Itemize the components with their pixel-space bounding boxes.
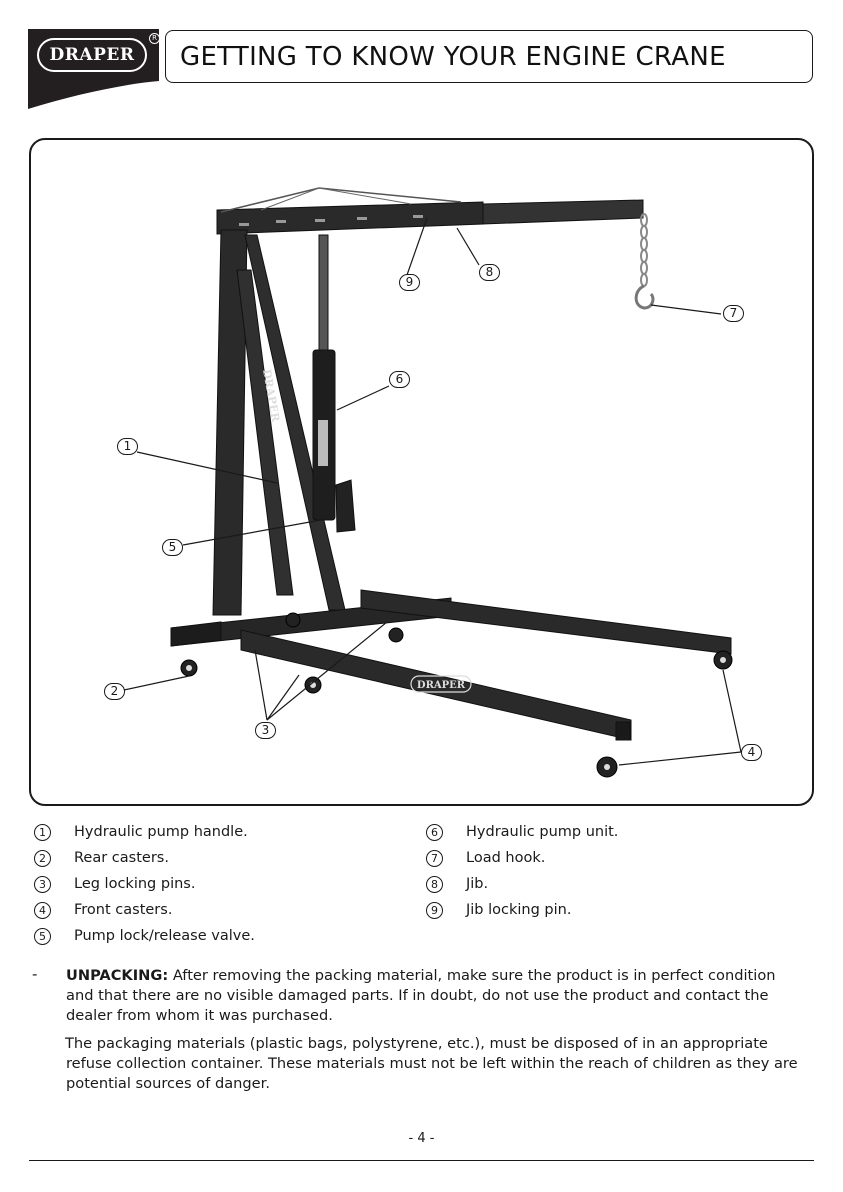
legend-item: 3 Leg locking pins.: [34, 874, 195, 894]
callout-8: 8: [479, 264, 500, 281]
callout-2: 2: [104, 683, 125, 700]
legend-number: 1: [34, 824, 51, 841]
unpacking-paragraph: UNPACKING: After removing the packing ma…: [66, 966, 806, 1026]
callout-3: 3: [255, 722, 276, 739]
callout-6: 6: [389, 371, 410, 388]
callout-4: 4: [741, 744, 762, 761]
legend-number: 5: [34, 928, 51, 945]
registered-mark-icon: R: [149, 33, 160, 44]
page-number: - 4 -: [0, 1131, 843, 1146]
legend-number: 9: [426, 902, 443, 919]
legend-number: 4: [34, 902, 51, 919]
packaging-text: The packaging materials (plastic bags, p…: [66, 1034, 810, 1094]
legend-number: 6: [426, 824, 443, 841]
unpacking-text: After removing the packing material, mak…: [66, 967, 776, 1024]
legend-label: Hydraulic pump unit.: [466, 824, 618, 840]
unpacking-heading: UNPACKING:: [66, 967, 168, 984]
legend-number: 2: [34, 850, 51, 867]
logo-badge: DRAPER: [37, 38, 147, 72]
legend-item: 1 Hydraulic pump handle.: [34, 822, 248, 842]
legend-item: 6 Hydraulic pump unit.: [426, 822, 618, 842]
legend-label: Jib.: [466, 876, 488, 892]
engine-crane-illustration: DRAPER DRAPER: [31, 140, 812, 804]
legend-item: 5 Pump lock/release valve.: [34, 926, 255, 946]
legend-item: 8 Jib.: [426, 874, 488, 894]
legend-label: Hydraulic pump handle.: [74, 824, 248, 840]
callout-5: 5: [162, 539, 183, 556]
legend-number: 8: [426, 876, 443, 893]
logo-text: DRAPER: [50, 45, 135, 65]
engine-crane-figure: DRAPER DRAPER: [29, 138, 814, 806]
legend-label: Jib locking pin.: [466, 902, 571, 918]
legend-label: Leg locking pins.: [74, 876, 195, 892]
legend-item: 4 Front casters.: [34, 900, 172, 920]
page-title: GETTING TO KNOW YOUR ENGINE CRANE: [180, 42, 726, 72]
leg-brand-label: DRAPER: [417, 680, 466, 691]
legend-number: 3: [34, 876, 51, 893]
legend-label: Rear casters.: [74, 850, 169, 866]
packaging-paragraph: The packaging materials (plastic bags, p…: [66, 1034, 810, 1094]
legend-label: Load hook.: [466, 850, 545, 866]
footer-divider: [29, 1160, 814, 1161]
brand-logo-panel: DRAPER R: [28, 29, 159, 109]
bullet-dash: -: [32, 965, 37, 983]
callout-7: 7: [723, 305, 744, 322]
legend-number: 7: [426, 850, 443, 867]
legend-item: 2 Rear casters.: [34, 848, 169, 868]
legend-label: Front casters.: [74, 902, 172, 918]
legend-label: Pump lock/release valve.: [74, 928, 255, 944]
title-frame: GETTING TO KNOW YOUR ENGINE CRANE: [165, 30, 813, 83]
callout-9: 9: [399, 274, 420, 291]
legend-item: 7 Load hook.: [426, 848, 545, 868]
legend-item: 9 Jib locking pin.: [426, 900, 571, 920]
callout-1: 1: [117, 438, 138, 455]
